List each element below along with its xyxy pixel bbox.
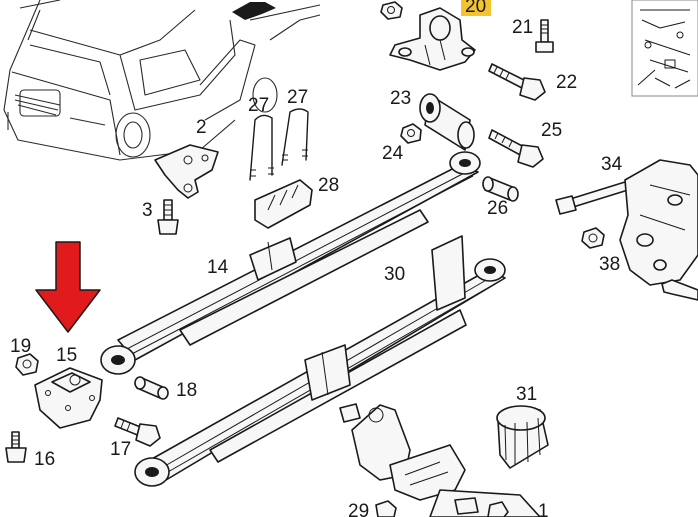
label-2[interactable]: 2	[196, 117, 207, 138]
bolt-bottom[interactable]	[487, 501, 509, 517]
label-20[interactable]: 20	[465, 0, 486, 17]
part-26-bushing[interactable]	[482, 176, 519, 202]
label-17[interactable]: 17	[110, 439, 131, 460]
label-24[interactable]: 24	[382, 143, 404, 164]
label-29[interactable]: 29	[348, 501, 369, 517]
part-25-bolt[interactable]	[488, 129, 544, 168]
part-17-bolt[interactable]	[114, 417, 161, 447]
label-1[interactable]: 1	[538, 501, 549, 517]
label-19[interactable]: 19	[10, 336, 31, 357]
part-34-bolt[interactable]	[555, 181, 629, 215]
axle-housing[interactable]	[339, 403, 541, 517]
part-18-pin[interactable]	[134, 376, 169, 400]
overview-thumbnail[interactable]	[631, 0, 698, 97]
label-31[interactable]: 31	[516, 384, 537, 405]
part-29-nut[interactable]	[375, 500, 397, 517]
label-27-left[interactable]: 27	[248, 95, 269, 116]
van-illustration	[3, 0, 321, 161]
label-25[interactable]: 25	[541, 120, 562, 141]
part-19-nut[interactable]	[15, 353, 39, 376]
nut-icon[interactable]	[380, 1, 403, 20]
part-27-u-bolt-left[interactable]	[249, 114, 274, 181]
part-23-bushing[interactable]	[419, 93, 475, 151]
label-27-right[interactable]: 27	[287, 87, 308, 108]
label-38[interactable]: 38	[599, 254, 620, 275]
part-3-bolt[interactable]	[157, 199, 179, 235]
label-3[interactable]: 3	[142, 200, 153, 221]
label-23[interactable]: 23	[390, 88, 411, 109]
spring-hanger-bracket[interactable]	[619, 159, 698, 286]
label-34[interactable]: 34	[601, 154, 623, 175]
label-22[interactable]: 22	[556, 72, 577, 93]
part-31-bump-stop[interactable]	[496, 405, 549, 469]
part-22-bolt[interactable]	[488, 63, 546, 101]
bolt-right-edge[interactable]	[661, 279, 698, 301]
label-14[interactable]: 14	[207, 257, 229, 278]
part-30-leaf-spring[interactable]	[134, 235, 506, 487]
part-2-bracket[interactable]	[154, 144, 219, 199]
part-20-bracket[interactable]	[389, 7, 476, 71]
label-28[interactable]: 28	[318, 175, 339, 196]
label-26[interactable]: 26	[487, 198, 508, 219]
part-24-nut[interactable]	[400, 123, 422, 144]
label-15[interactable]: 15	[56, 345, 77, 366]
part-21-bolt[interactable]	[535, 19, 554, 53]
part-27-u-bolt-right[interactable]	[281, 108, 309, 166]
part-16-bolt[interactable]	[5, 431, 27, 463]
part-38-nut[interactable]	[581, 227, 605, 249]
part-14-leaf-spring[interactable]	[100, 151, 481, 375]
label-16[interactable]: 16	[34, 449, 55, 470]
part-28-pad[interactable]	[254, 179, 313, 229]
part-15-bracket[interactable]	[34, 367, 103, 429]
label-18[interactable]: 18	[176, 380, 197, 401]
red-arrow-icon	[35, 241, 101, 333]
label-30[interactable]: 30	[384, 264, 405, 285]
part-20-highlight	[461, 0, 491, 16]
label-21[interactable]: 21	[512, 17, 533, 38]
